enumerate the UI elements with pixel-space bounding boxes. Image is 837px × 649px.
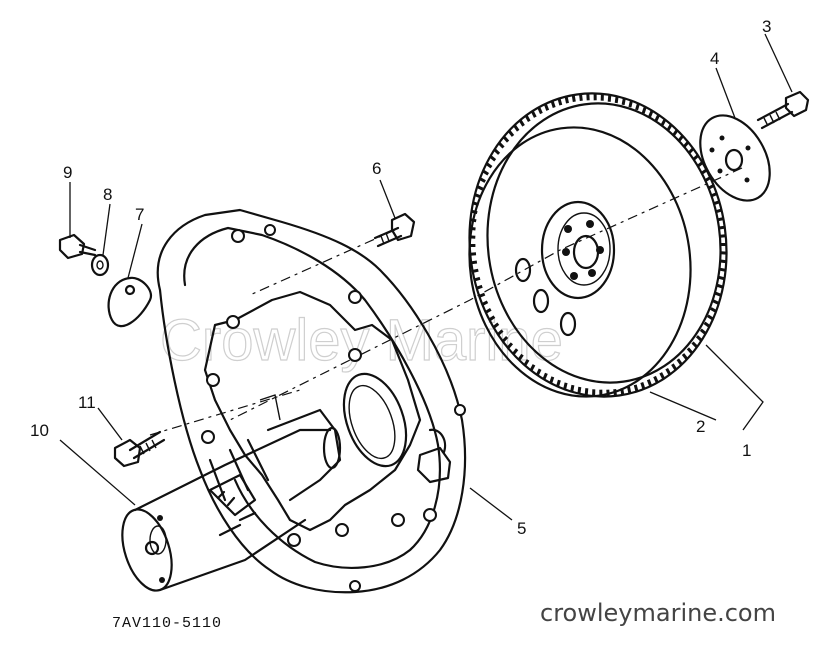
callout-8: 8 (103, 185, 112, 204)
callout-5: 5 (517, 519, 526, 538)
callout-7: 7 (135, 205, 144, 224)
callout-labels: 1 2 3 4 5 6 7 8 9 10 11 (30, 17, 771, 538)
callout-9: 9 (63, 163, 72, 182)
flywheel-housing (156, 208, 467, 594)
leader-lines (59, 33, 793, 521)
drawing-code: 7AV110-5110 (112, 615, 222, 632)
callout-6: 6 (372, 159, 381, 178)
starter-bolt (113, 430, 166, 468)
flywheel-ring-gear (468, 92, 728, 398)
housing-bolt (373, 212, 416, 248)
watermark-text: Crowley Marine (160, 308, 563, 373)
callout-11: 11 (78, 393, 96, 412)
callout-1: 1 (742, 441, 751, 460)
flywheel-plate (699, 114, 771, 202)
flywheel-bolt (756, 90, 810, 130)
callout-2: 2 (696, 417, 705, 436)
callout-3: 3 (762, 17, 771, 36)
starter-motor (121, 394, 342, 592)
small-bolt-washer-plate (58, 233, 153, 328)
site-url: crowleymarine.com (540, 599, 776, 627)
callout-4: 4 (710, 49, 719, 68)
callout-10: 10 (30, 421, 49, 440)
center-lines (149, 167, 743, 436)
